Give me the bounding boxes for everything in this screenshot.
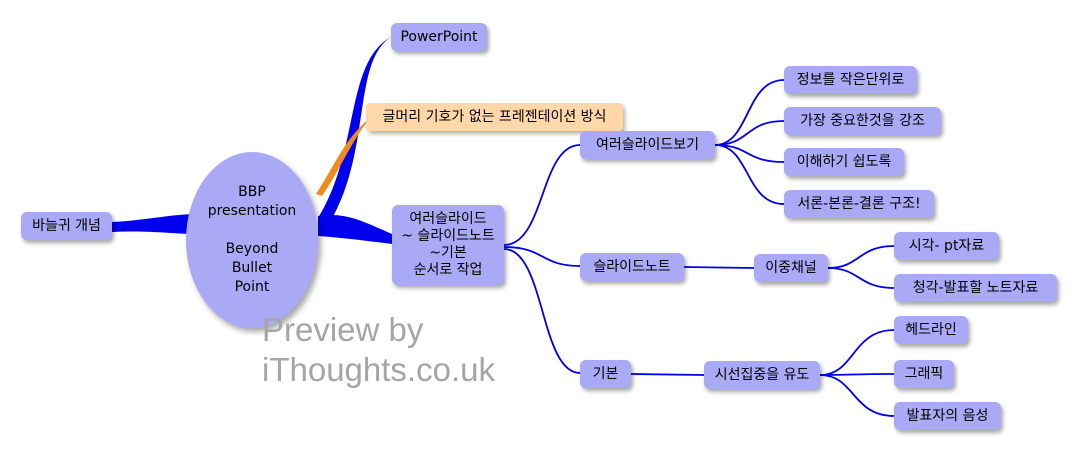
branch3-grandchild-3[interactable]: 발표자의 음성 (894, 402, 1001, 430)
connector-b2-child (683, 266, 755, 269)
connector-b3-gc3 (819, 374, 895, 417)
branch2-node[interactable]: 슬라이드노트 (580, 253, 684, 281)
connector-b3-child (630, 373, 705, 376)
callout-note[interactable]: 글머리 기호가 없는 프레젠테이션 방식 (366, 103, 623, 131)
branch2-grandchild-2[interactable]: 청각-발표할 노트자료 (894, 274, 1057, 302)
powerpoint-node[interactable]: PowerPoint (391, 23, 487, 51)
main-branch-node[interactable]: 여러슬라이드 ~ 슬라이드노트 ~기본 순서로 작업 (392, 205, 504, 285)
connector-b1-c3 (714, 144, 785, 163)
connector-b2-gc2 (827, 267, 895, 289)
connector-b1-c4 (714, 144, 785, 205)
connector-callout (316, 118, 370, 196)
connector-powerpoint (318, 37, 391, 222)
branch1-node[interactable]: 여러슬라이드보기 (580, 131, 715, 159)
branch3-child[interactable]: 시선집중을 유도 (704, 361, 820, 389)
connector-b3-gc1 (819, 329, 895, 376)
branch3-grandchild-2[interactable]: 그래픽 (894, 360, 954, 388)
branch1-child-1[interactable]: 정보를 작은단위로 (784, 66, 917, 94)
center-topic-node[interactable]: BBP presentation Beyond Bullet Point (186, 152, 318, 328)
branch3-node[interactable]: 기본 (580, 360, 631, 388)
branch2-child[interactable]: 이중채널 (754, 254, 828, 282)
connector-branch2 (503, 246, 581, 267)
branch1-child-3[interactable]: 이해하기 쉽도록 (784, 148, 904, 176)
connector-branch3 (503, 248, 581, 374)
watermark-text: Preview by iThoughts.co.uk (262, 311, 495, 388)
branch1-child-4[interactable]: 서론-본론-결론 구조! (784, 190, 934, 218)
connector-b1-c1 (714, 79, 785, 146)
connector-b1-c2 (714, 120, 785, 146)
connector-b2-gc1 (827, 245, 895, 269)
branch3-grandchild-1[interactable]: 헤드라인 (894, 316, 968, 344)
connector-branch1 (503, 144, 581, 246)
connector-b3-gc2 (819, 373, 895, 376)
left-topic-node[interactable]: 바늘귀 개념 (21, 212, 112, 240)
branch2-grandchild-1[interactable]: 시각- pt자료 (894, 232, 999, 260)
connector-main-branch (318, 214, 392, 244)
branch1-child-2[interactable]: 가장 중요한것을 강조 (784, 107, 941, 135)
connector-left-topic (112, 214, 200, 234)
